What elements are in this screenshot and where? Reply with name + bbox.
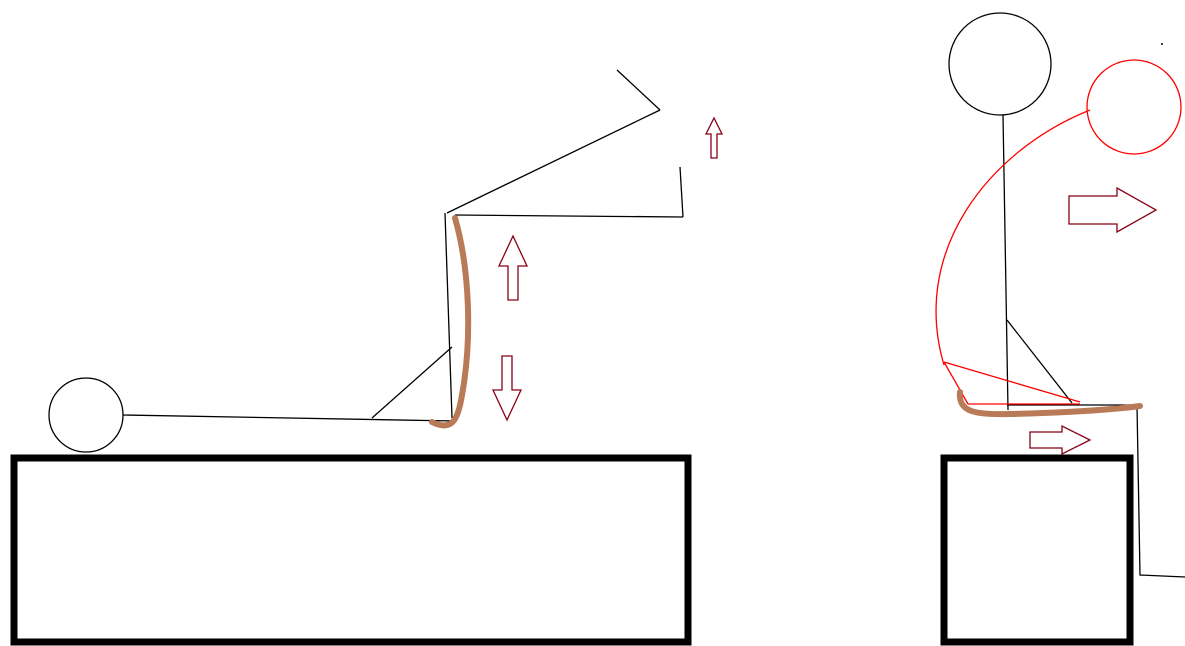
leg-line-lower bbox=[454, 214, 684, 218]
red-base-line bbox=[943, 361, 969, 405]
up-arrow-icon bbox=[704, 116, 724, 159]
head-circle-lying bbox=[48, 377, 124, 453]
foot-line-lower bbox=[679, 166, 684, 218]
stray-dot bbox=[1161, 43, 1163, 45]
lower-leg-line bbox=[1136, 404, 1185, 578]
panel-lying bbox=[10, 69, 724, 646]
up-arrow-icon bbox=[497, 234, 529, 301]
panel-sitting bbox=[935, 12, 1185, 646]
block-small bbox=[940, 454, 1134, 646]
support-diagonal-line bbox=[371, 346, 453, 419]
torso-curve-forward bbox=[935, 109, 1091, 366]
down-arrow-icon bbox=[491, 355, 523, 422]
head-circle-forward bbox=[1086, 59, 1182, 155]
right-arrow-icon bbox=[1068, 186, 1158, 234]
hip-diagonal-line bbox=[1006, 319, 1073, 404]
head-circle-sitting bbox=[948, 12, 1052, 116]
highlight-stroke-sitting bbox=[956, 389, 1143, 418]
spine-line bbox=[1002, 114, 1009, 411]
foot-line-upper bbox=[616, 69, 661, 111]
highlight-stroke-lying bbox=[429, 215, 472, 429]
right-arrow-icon bbox=[1029, 424, 1092, 456]
red-diagonal-upper bbox=[943, 361, 1081, 403]
torso-line-lying bbox=[122, 414, 456, 422]
table-long bbox=[10, 454, 692, 646]
leg-line-upper bbox=[446, 109, 661, 214]
thigh-vertical-line bbox=[444, 212, 453, 419]
